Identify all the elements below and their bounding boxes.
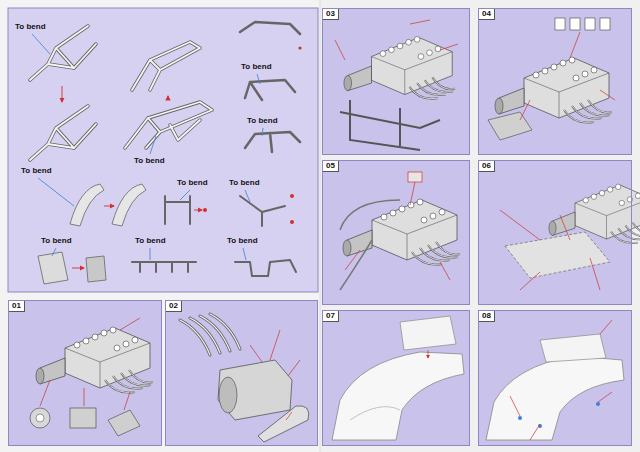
step-number: 07 bbox=[323, 311, 339, 322]
step-number: 01 bbox=[9, 301, 25, 312]
bend-note: To bend bbox=[133, 156, 166, 166]
step-panel: 04 bbox=[478, 8, 632, 155]
step-panel: 08 bbox=[478, 310, 632, 446]
bend-note: To bend bbox=[134, 236, 167, 246]
step-number: 08 bbox=[479, 311, 495, 322]
step-panel: 06 bbox=[478, 160, 632, 305]
step-panel: 07 bbox=[322, 310, 470, 446]
step-panel: 01 bbox=[8, 300, 162, 446]
step-number: 02 bbox=[166, 301, 182, 312]
step-panel: 05 bbox=[322, 160, 470, 305]
bend-note: To bend bbox=[228, 178, 261, 188]
bend-note: To bend bbox=[20, 166, 53, 176]
bend-note: To bend bbox=[240, 62, 273, 72]
bend-note: To bend bbox=[40, 236, 73, 246]
bend-note: To bend bbox=[176, 178, 209, 188]
step-panel: 03 bbox=[322, 8, 470, 155]
bend-note: To bend bbox=[246, 116, 279, 126]
bend-note: To bend bbox=[226, 236, 259, 246]
step-panel: 02 bbox=[165, 300, 318, 446]
bend-note: To bend bbox=[14, 22, 47, 32]
step-number: 03 bbox=[323, 9, 339, 20]
step-number: 05 bbox=[323, 161, 339, 172]
step-number: 06 bbox=[479, 161, 495, 172]
step-number: 04 bbox=[479, 9, 495, 20]
